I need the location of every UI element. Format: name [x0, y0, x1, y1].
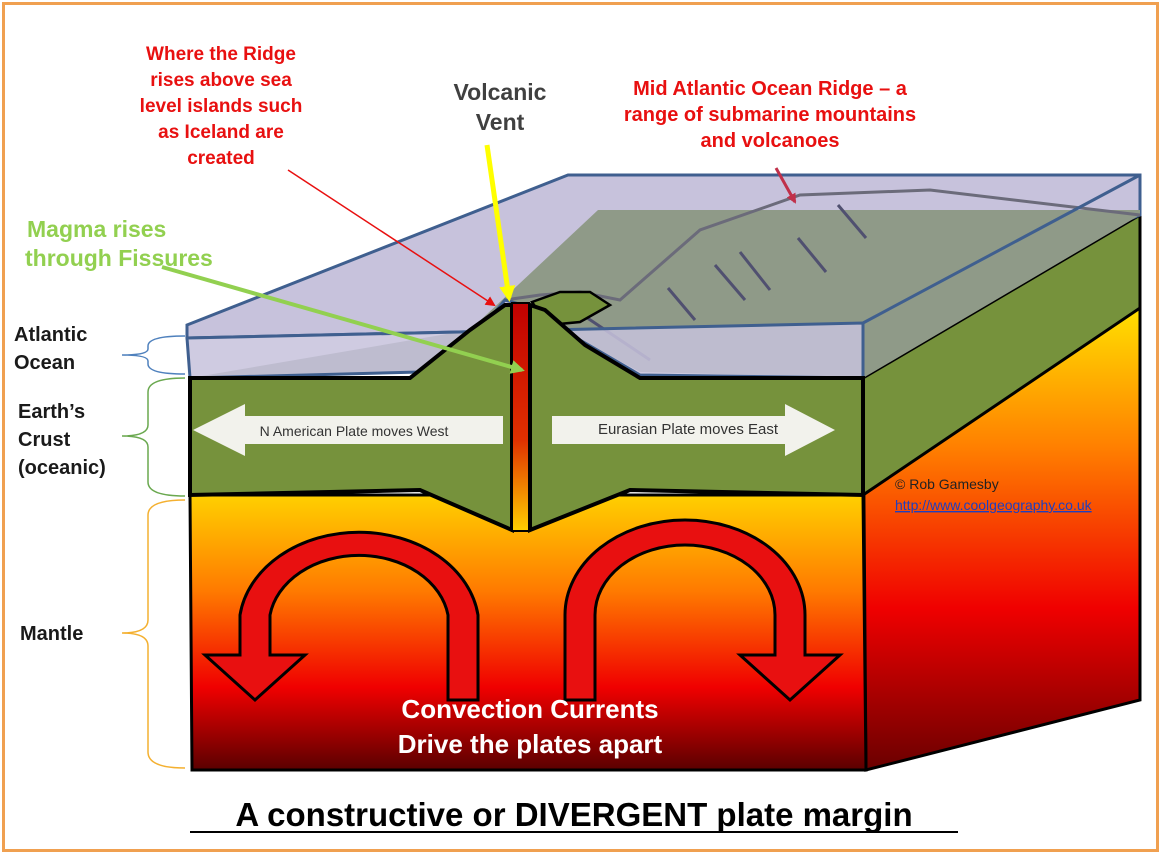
- mid-atlantic-label: Mid Atlantic Ocean Ridge – a range of su…: [624, 78, 916, 152]
- ridge-islands-line-1: Where the Ridge: [146, 44, 296, 65]
- mid-atlantic-line-2: range of submarine mountains: [624, 104, 916, 126]
- west-arrow: [193, 404, 503, 456]
- atlantic-line-2: Ocean: [14, 352, 75, 374]
- east-arrow: [552, 404, 835, 456]
- vent-line-2: Vent: [476, 109, 525, 135]
- mid-atlantic-line-3: and volcanoes: [701, 130, 840, 152]
- convection-line-1: Convection Currents: [401, 694, 658, 724]
- mantle-label: Mantle: [20, 623, 83, 645]
- ridge-islands-label: Where the Ridge rises above sea level is…: [140, 44, 303, 169]
- source-url[interactable]: http://www.coolgeography.co.uk: [895, 497, 1093, 513]
- crust-line-2: Crust: [18, 429, 71, 451]
- crust-line-3: (oceanic): [18, 457, 106, 479]
- magma-label: Magma rises through Fissures: [25, 216, 213, 271]
- ocean-brace: [121, 335, 186, 375]
- ridge-islands-line-3: level islands such: [140, 96, 303, 117]
- volcanic-vent-label: Volcanic Vent: [454, 79, 547, 135]
- convection-arrow-right: [563, 518, 844, 703]
- magma-pointer: [161, 265, 525, 374]
- ridge-crest: [504, 188, 1141, 302]
- convection-arrow-left: [201, 530, 480, 703]
- mid-atlantic-pointer: [774, 167, 797, 204]
- crust-brace: [121, 377, 186, 497]
- ridge-islands-pointer: [287, 169, 496, 307]
- mid-atlantic-line-1: Mid Atlantic Ocean Ridge – a: [633, 78, 908, 100]
- ridge-islands-line-4: as Iceland are: [158, 122, 284, 143]
- diagram-title: A constructive or DIVERGENT plate margin: [235, 796, 912, 833]
- crust-line-1: Earth’s: [18, 401, 85, 423]
- vent-line-1: Volcanic: [454, 79, 547, 105]
- convection-line-2: Drive the plates apart: [398, 729, 663, 759]
- atlantic-line-1: Atlantic: [14, 324, 87, 346]
- copyright-text: © Rob Gamesby: [895, 476, 999, 492]
- magma-line-1: Magma rises: [27, 216, 166, 242]
- mantle-front: [188, 493, 868, 772]
- west-plate-label: N American Plate moves West: [260, 423, 449, 439]
- east-plate-label: Eurasian Plate moves East: [598, 421, 779, 438]
- mantle-brace: [121, 499, 186, 769]
- vent-pointer: [484, 144, 516, 302]
- ridge-islands-line-5: created: [187, 148, 255, 169]
- layer-labels: Atlantic Ocean Earth’s Crust (oceanic) M…: [14, 324, 106, 645]
- magma-line-2: through Fissures: [25, 245, 213, 271]
- volcanic-vent: [511, 302, 530, 532]
- sea-floor: [190, 210, 1140, 378]
- ridge-islands-line-2: rises above sea: [150, 70, 292, 91]
